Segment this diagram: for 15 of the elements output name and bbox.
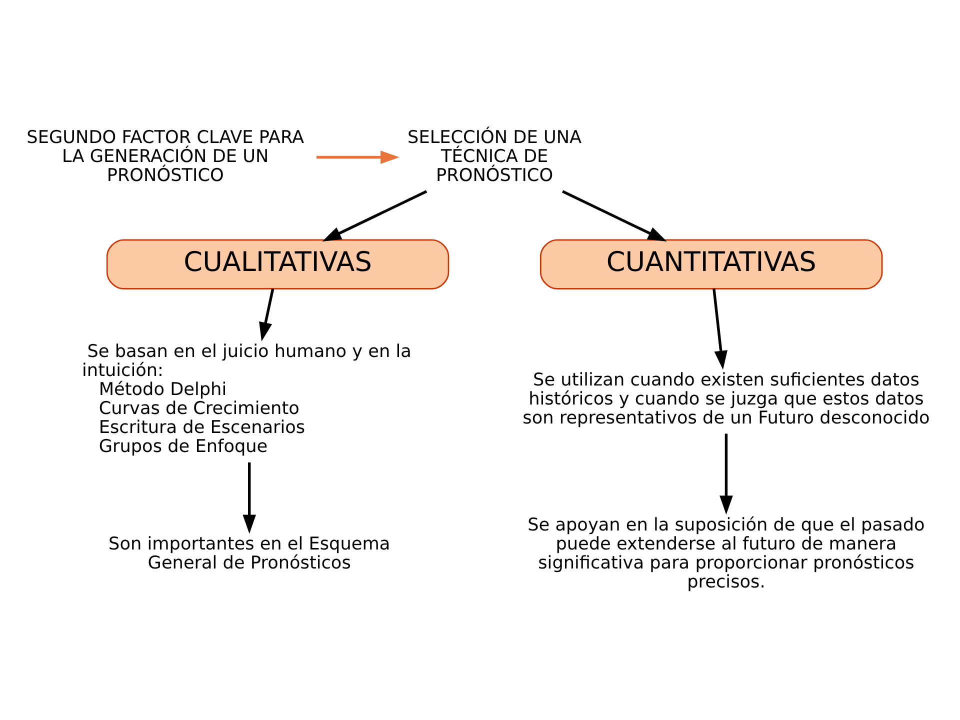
node-box: CUANTITATIVAS	[540, 238, 883, 289]
arrow	[322, 190, 428, 242]
node-text: Se apoyan en la suposición de que el pasado puede extenderse al futuro de manera significativa para proporcionar pronósticos precisos.	[528, 514, 925, 592]
arrow	[242, 462, 256, 534]
node-text: SEGUNDO FACTOR CLAVE PARA LA GENERACIÓN DE UN PRONÓSTICO	[26, 127, 304, 186]
arrow	[712, 288, 728, 370]
node-text: Son importantes en el Esquema General de Pronósticos	[108, 534, 390, 573]
node-text: SELECCIÓN DE UNA TÉCNICA DE PRONÓSTICO	[408, 127, 582, 186]
arrow	[316, 150, 400, 164]
arrow	[259, 288, 274, 341]
node-text: Se utilizan cuando existen suficientes datos históricos y cuando se juzga que estos datos son representativos de un Futuro desconocido	[522, 370, 930, 428]
arrow	[720, 433, 733, 514]
arrow	[562, 190, 667, 242]
node-box: CUALITATIVAS	[106, 238, 450, 289]
node-text: Se basan en el juicio humano y en la intuición: Método Delphi Curvas de Crecimiento Escritura de Escenarios Grupos de Enfoque	[82, 341, 412, 456]
